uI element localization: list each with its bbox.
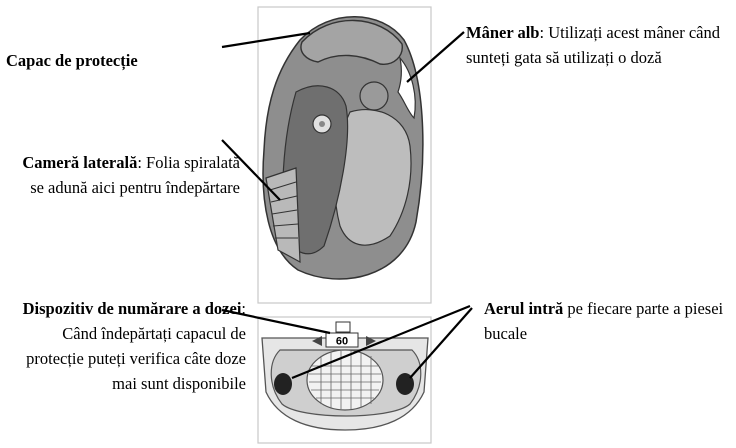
leader-chamber (221, 139, 281, 201)
dose-counter-value: 60 (336, 336, 348, 348)
label-protective-cap: Capac de protecție (6, 48, 138, 73)
white-handle (397, 55, 416, 120)
air-inlet-right (396, 373, 414, 395)
label-air-inlet: Aerul intră pe fiecare parte a piesei bu… (484, 296, 734, 346)
leader-air-left (291, 304, 471, 380)
leader-lines (221, 31, 473, 380)
label-dose-counter: Dispozitiv de numărare a dozei: Când înd… (6, 296, 246, 396)
air-inlet-left (274, 373, 292, 395)
counter-tab (335, 321, 351, 333)
leader-counter (221, 308, 331, 335)
label-white-handle-title: Mâner alb (466, 23, 540, 42)
label-air-inlet-title: Aerul intră (484, 299, 564, 318)
mouthpiece-view: 60 (261, 321, 429, 431)
leader-air-right (409, 307, 473, 379)
label-dose-counter-text: : Când îndepărtați capacul de protecție … (26, 299, 246, 393)
dose-counter-window (325, 332, 359, 348)
label-side-chamber: Cameră laterală: Folia spiralată se adun… (8, 150, 240, 200)
thumb-grip (359, 81, 389, 111)
label-white-handle-text: : Utilizați acest mâner când sunteți gat… (466, 23, 721, 67)
leader-handle (406, 31, 465, 83)
protective-cap (300, 19, 403, 65)
label-dose-counter-title: Dispozitiv de numărare a dozei (22, 299, 242, 318)
label-side-chamber-text: : Folia spiralată se adună aici pentru î… (30, 153, 240, 197)
mouthpiece-grid (306, 349, 384, 411)
leader-cap (221, 31, 311, 49)
label-white-handle: Mâner alb: Utilizați acest mâner când su… (466, 20, 736, 70)
inhaler-device (262, 16, 424, 280)
label-protective-cap-title: Capac de protecție (6, 51, 138, 70)
label-air-inlet-text: pe fiecare parte a piesei bucale (484, 299, 724, 343)
side-chamber (265, 167, 301, 264)
label-side-chamber-title: Cameră laterală (22, 153, 138, 172)
